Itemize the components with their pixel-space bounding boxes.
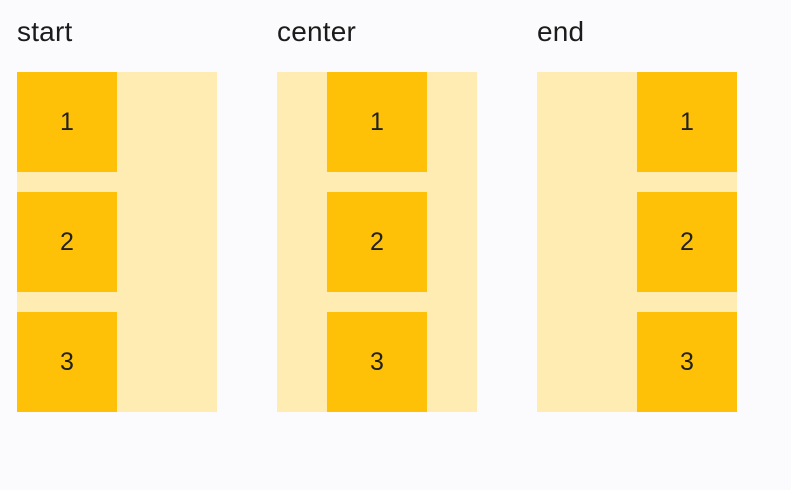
alignment-column-center: center 1 2 3 bbox=[277, 16, 477, 412]
flex-item: 3 bbox=[637, 312, 737, 412]
column-label-start: start bbox=[17, 16, 73, 47]
flex-item: 2 bbox=[17, 192, 117, 292]
flex-container-end: 1 2 3 bbox=[537, 72, 737, 412]
column-label-center: center bbox=[277, 16, 357, 47]
flex-item: 1 bbox=[17, 72, 117, 172]
alignment-column-end: end 1 2 3 bbox=[537, 16, 737, 412]
flex-container-center: 1 2 3 bbox=[277, 72, 477, 412]
column-label-end: end bbox=[537, 16, 585, 47]
flex-item: 1 bbox=[637, 72, 737, 172]
flex-item: 2 bbox=[637, 192, 737, 292]
flex-item: 2 bbox=[327, 192, 427, 292]
flex-container-start: 1 2 3 bbox=[17, 72, 217, 412]
flex-item: 1 bbox=[327, 72, 427, 172]
flex-item: 3 bbox=[17, 312, 117, 412]
alignment-column-start: start 1 2 3 bbox=[17, 16, 217, 412]
flex-item: 3 bbox=[327, 312, 427, 412]
